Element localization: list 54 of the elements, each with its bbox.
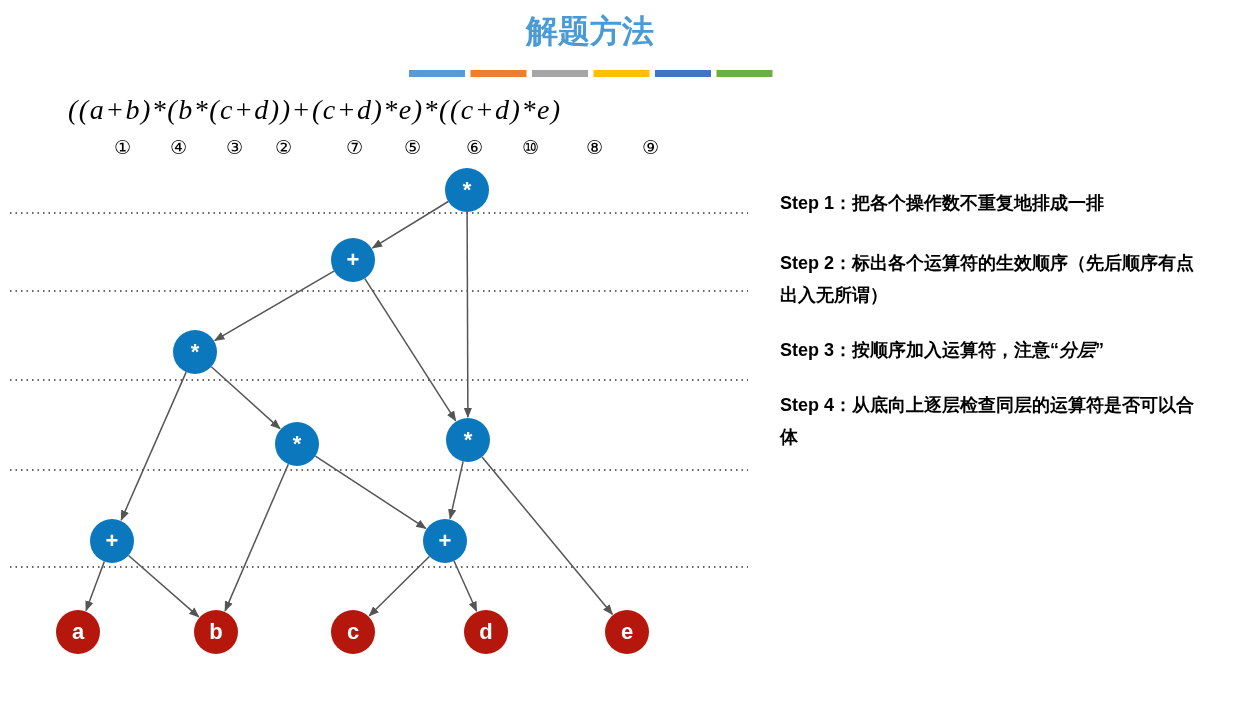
order-number: ④ bbox=[170, 136, 188, 158]
title: 解题方法 bbox=[524, 11, 655, 52]
arrow bbox=[210, 366, 281, 430]
arrow bbox=[224, 463, 290, 612]
operand-circle bbox=[331, 610, 375, 654]
operator-circle bbox=[275, 422, 319, 466]
step-text: Step 3：按顺序加入运算符，注意“分层” bbox=[780, 339, 1106, 362]
node-symbol: b bbox=[209, 621, 223, 643]
expression: ((a+b)*(b*(c+d))+(c+d)*e)*((c+d)*e) bbox=[68, 94, 562, 126]
arrow bbox=[463, 211, 473, 419]
node-symbol: c bbox=[346, 621, 360, 643]
step-text: Step 2：标出各个运算符的生效顺序（先后顺序有点出入无所谓） bbox=[780, 252, 1196, 307]
arrow bbox=[368, 555, 431, 617]
operator-circle bbox=[90, 519, 134, 563]
order-number: ② bbox=[275, 136, 293, 158]
node-symbol: * bbox=[463, 429, 473, 451]
arrow bbox=[481, 456, 614, 616]
operand-circle bbox=[56, 610, 100, 654]
operator-circle bbox=[445, 168, 489, 212]
order-number: ⑧ bbox=[586, 136, 604, 158]
step-text: Step 1：把各个操作数不重复地排成一排 bbox=[780, 192, 1106, 215]
operator-circle bbox=[446, 418, 490, 462]
operator-circle bbox=[331, 238, 375, 282]
order-number: ⑩ bbox=[522, 136, 540, 158]
arrow bbox=[85, 560, 106, 612]
arrow bbox=[448, 460, 464, 520]
arrow bbox=[120, 371, 187, 521]
operand-circle bbox=[194, 610, 238, 654]
node-symbol: + bbox=[346, 249, 360, 271]
order-number: ⑥ bbox=[466, 136, 484, 158]
step-text: Step 4：从底向上逐层检查同层的运算符是否可以合体 bbox=[780, 394, 1196, 449]
node-symbol: a bbox=[71, 621, 85, 643]
node-symbol: + bbox=[105, 530, 119, 552]
node-symbol: * bbox=[462, 179, 472, 201]
order-number: ① bbox=[114, 136, 132, 158]
order-number: ⑦ bbox=[346, 136, 364, 158]
order-number: ⑤ bbox=[404, 136, 422, 158]
arrow bbox=[453, 560, 478, 612]
operator-circle bbox=[173, 330, 217, 374]
operand-circle bbox=[605, 610, 649, 654]
node-symbol: e bbox=[620, 621, 634, 643]
node-symbol: * bbox=[292, 433, 302, 455]
arrow bbox=[314, 455, 427, 530]
operator-circle bbox=[423, 519, 467, 563]
operand-circle bbox=[464, 610, 508, 654]
arrow bbox=[371, 200, 449, 249]
arrow bbox=[127, 554, 200, 618]
arrow bbox=[364, 277, 457, 422]
node-symbol: d bbox=[479, 621, 493, 643]
node-symbol: * bbox=[190, 341, 200, 363]
order-number: ⑨ bbox=[642, 136, 660, 158]
arrow bbox=[213, 270, 335, 342]
node-symbol: + bbox=[438, 530, 452, 552]
order-number: ③ bbox=[226, 136, 244, 158]
